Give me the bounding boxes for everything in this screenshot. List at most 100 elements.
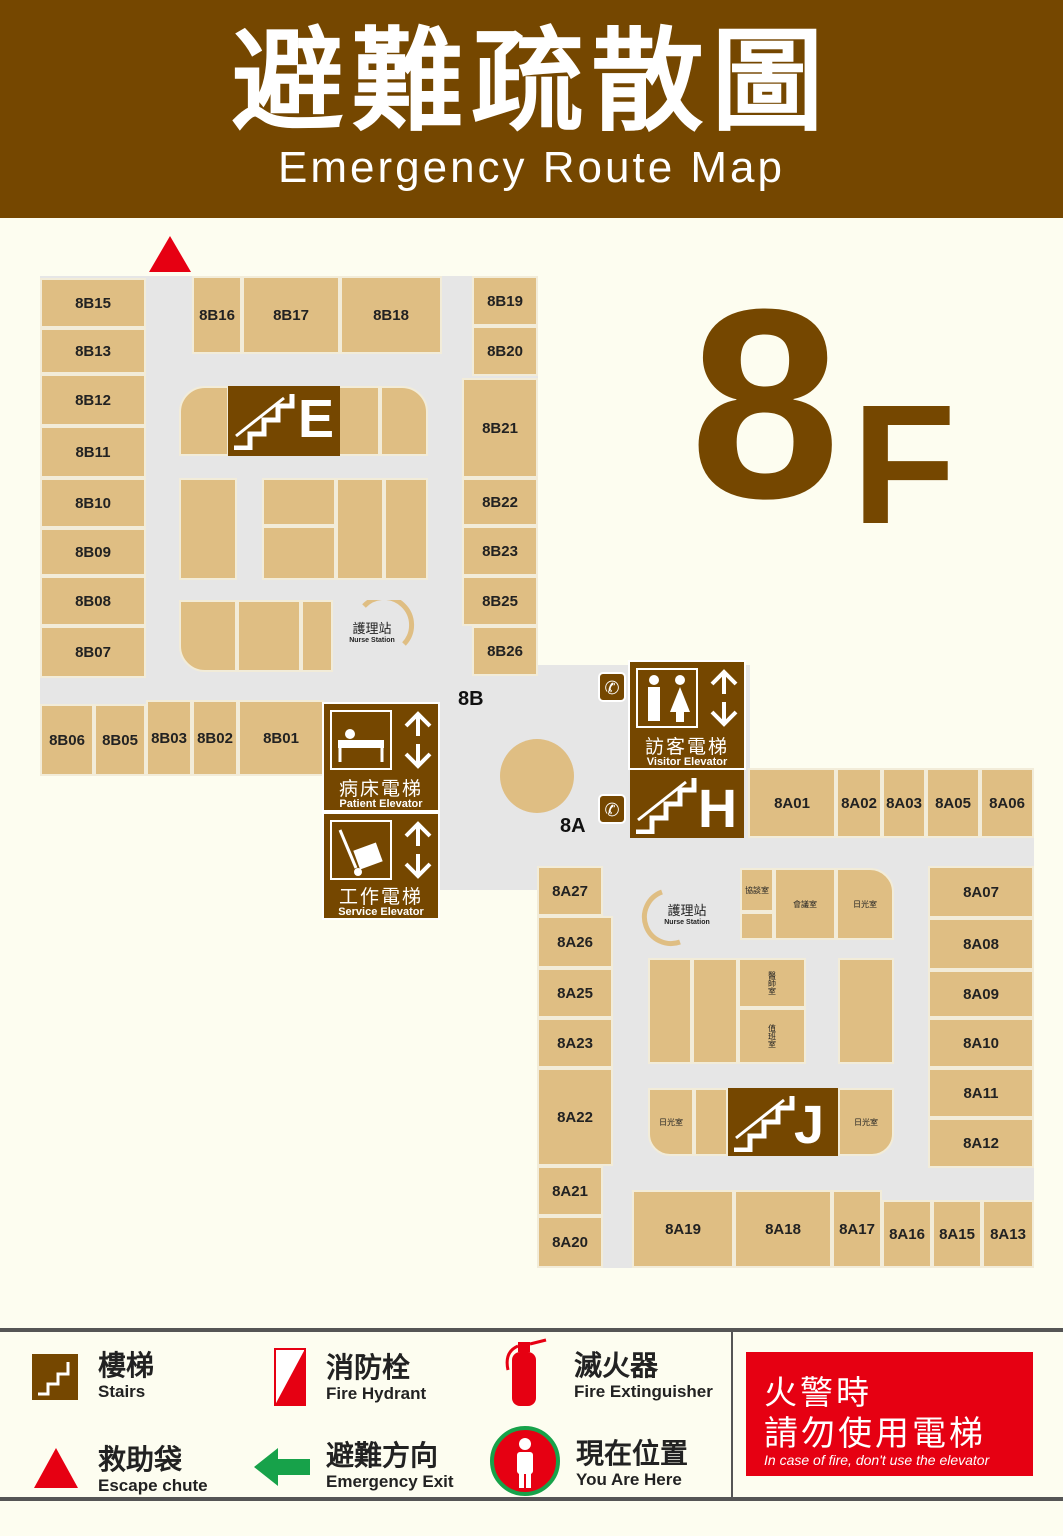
central-column [500,739,574,813]
up-down-arrow-icon [404,821,432,879]
inner-room [384,478,428,580]
patient-elevator-zh: 病床電梯 [338,779,423,800]
room-8a23: 8A23 [537,1018,613,1068]
stairs-j: J [728,1088,838,1156]
stairs-icon [234,394,295,450]
wing-a-label: 8A [560,815,586,837]
inner-room [336,478,384,580]
nurse-station-zh: 護理站 [352,621,392,636]
duty-room: 值班室 [738,1008,806,1064]
inner-room [262,478,336,526]
legend-exit-zh: 避難方向 [326,1439,439,1472]
room-8a06: 8A06 [980,768,1034,838]
inner-room [740,912,774,940]
room-8a27: 8A27 [537,866,603,916]
stairs-letter: H [698,779,737,839]
room-8b02: 8B02 [192,700,238,776]
restroom-icon [636,668,698,728]
room-8b01: 8B01 [238,700,324,776]
sunroom-top: 日光室 [836,868,894,940]
elevator-fire-warning: 火警時 請勿使用電梯 In case of fire, don't use th… [746,1352,1033,1476]
sunroom-right: 日光室 [838,1088,894,1156]
nurse-station-b: 護理站 Nurse Station [340,618,404,644]
nurse-station-arc [641,889,681,947]
you-are-here-icon [490,1426,560,1496]
legend-chute-zh: 救助袋 [98,1443,183,1476]
emergency-exit-arrow-icon [254,1448,310,1486]
room-8b11: 8B11 [40,426,146,478]
room-8b26: 8B26 [472,626,538,676]
nurse-station-zh: 護理站 [667,903,707,918]
room-8b12: 8B12 [40,374,146,426]
stairs-icon [636,778,697,834]
room-8b20: 8B20 [472,326,538,376]
warning-english: In case of fire, don't use the elevator [764,1452,990,1468]
room-8a08: 8A08 [928,918,1034,970]
visitor-elevator-sign: 訪客電梯 Visitor Elevator [628,660,746,770]
wing-b-label: 8B [458,688,484,710]
bed-icon [330,710,392,770]
sunroom-left: 日光室 [648,1088,694,1156]
room-8a17: 8A17 [832,1190,882,1268]
floor-number: 8 [690,254,841,555]
meeting-room: 會議室 [774,868,836,940]
warning-line-1: 火警時 [764,1373,872,1412]
room-8a12: 8A12 [928,1118,1034,1168]
doctor-room: 醫師室 [738,958,806,1008]
service-elevator-zh: 工作電梯 [338,887,423,908]
room-8a11: 8A11 [928,1068,1034,1118]
escape-chute-marker [149,236,191,272]
service-elevator-sign: 工作電梯 Service Elevator [322,812,440,920]
inner-room [179,600,237,672]
legend-stairs-zh: 樓梯 [98,1349,155,1382]
room-8b22: 8B22 [462,478,538,526]
room-8a18: 8A18 [734,1190,832,1268]
inner-room [648,958,692,1064]
service-elevator-en: Service Elevator [338,906,424,918]
room-8b15: 8B15 [40,278,146,328]
inner-room [380,386,428,456]
nurse-station-arc [362,600,415,646]
room-8a05: 8A05 [926,768,980,838]
room-8a09: 8A09 [928,970,1034,1018]
room-8b21: 8B21 [462,378,538,478]
legend-bottom-rule [0,1497,1063,1501]
warning-line-2: 請勿使用電梯 [764,1414,986,1454]
stairs-legend-icon [32,1354,78,1400]
room-8a01: 8A01 [748,768,836,838]
visitor-elevator-en: Visitor Elevator [646,756,728,768]
stairs-h: H [630,770,744,840]
title-chinese: 避難疏散圖 [231,17,832,147]
legend-stairs-en: Stairs [98,1382,146,1401]
inner-room [338,386,380,456]
room-8a15: 8A15 [932,1200,982,1268]
nurse-station-a: 護理站 Nurse Station [656,900,718,926]
legend-extinguisher-zh: 滅火器 [574,1349,659,1382]
phone-icon: ✆ [598,672,626,702]
patient-elevator-sign: 病床電梯 Patient Elevator [322,702,440,812]
fire-extinguisher-icon [505,1338,547,1406]
room-8a07: 8A07 [928,866,1034,918]
legend-here-en: You Are Here [576,1470,682,1489]
legend-exit-en: Emergency Exit [326,1472,454,1491]
legend-here-zh: 現在位置 [576,1437,689,1470]
floor-suffix: F [852,370,956,560]
title-english: Emergency Route Map [278,143,785,192]
room-8a13: 8A13 [982,1200,1034,1268]
room-8a20: 8A20 [537,1216,603,1268]
room-8b19: 8B19 [472,276,538,326]
room-8a22: 8A22 [537,1068,613,1166]
legend-hydrant-en: Fire Hydrant [326,1384,427,1403]
floor-label: 8 F [690,270,990,551]
inner-room [301,600,333,672]
inner-room [262,526,336,580]
room-8a16: 8A16 [882,1200,932,1268]
legend-chute-en: Escape chute [98,1476,208,1495]
room-8a19: 8A19 [632,1190,734,1268]
nurse-station-en: Nurse Station [349,637,395,644]
inner-room [838,958,894,1064]
room-8a10: 8A10 [928,1018,1034,1068]
inner-room [237,600,301,672]
header-banner: 避難疏散圖 Emergency Route Map [0,0,1063,218]
fire-hydrant-icon [274,1348,306,1406]
